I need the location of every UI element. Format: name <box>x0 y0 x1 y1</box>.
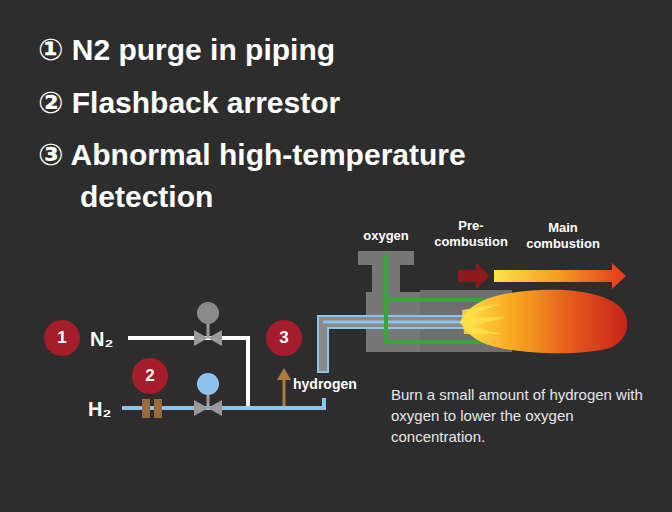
list-item: ③ Abnormal high-temperature detection <box>38 134 578 218</box>
note-text: Burn a small amount of hydrogen with oxy… <box>391 384 663 447</box>
n2-pipe <box>128 338 248 408</box>
list-item: ② Flashback arrestor <box>38 83 598 122</box>
pipe-label: hydrogen <box>291 376 359 393</box>
callout-number: 2 <box>132 365 168 387</box>
pilot-flame <box>462 304 505 334</box>
gas-label: H₂ <box>88 396 128 422</box>
gas-label: N₂ <box>90 326 130 352</box>
callout-number: 3 <box>266 327 302 349</box>
n2-valve <box>194 302 222 346</box>
callout-circle <box>44 320 80 356</box>
callout-number: 1 <box>44 327 80 349</box>
temperature-sensor <box>277 368 291 406</box>
list-item: ① N2 purge in piping <box>38 30 598 69</box>
flame <box>460 290 627 354</box>
callout-circle <box>266 320 302 356</box>
oxygen-label: oxygen <box>350 228 422 244</box>
flashback-arrestor <box>142 399 162 418</box>
stage-label: Main combustion <box>513 220 613 251</box>
h2-pipe <box>122 398 324 408</box>
h2-valve <box>194 373 222 416</box>
callout-circle <box>132 358 168 394</box>
pre-combustion-arrow <box>458 263 490 289</box>
main-combustion-arrow <box>494 263 626 289</box>
stage-label: Pre-combustion <box>430 218 512 249</box>
